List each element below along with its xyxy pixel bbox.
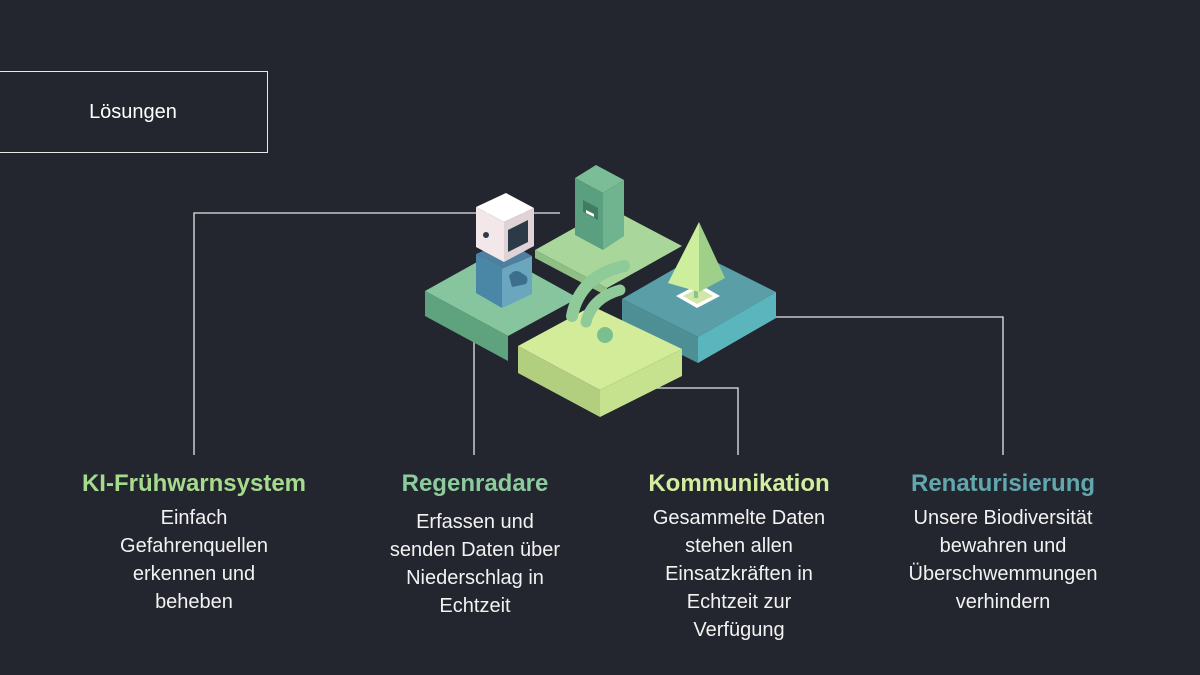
solution-ki-fruehwarnsystem: KI-Frühwarnsystem Einfach Gefahrenquelle…: [74, 470, 314, 616]
connector-lines: [193, 212, 1004, 455]
wifi-signal-icon: [566, 260, 630, 343]
connector-ki: [193, 212, 560, 455]
solution-heading: Renaturisierung: [910, 470, 1096, 497]
solution-kommunikation: Kommunikation Gesammelte Daten stehen al…: [619, 470, 859, 644]
title-box: Lösungen: [0, 71, 268, 153]
solution-regenradare: Regenradare Erfassen und senden Daten üb…: [355, 470, 595, 620]
solution-heading: Kommunikation: [648, 470, 830, 497]
page-title: Lösungen: [89, 100, 177, 123]
solution-description: Unsere Biodiversität bewahren und Übersc…: [908, 507, 1098, 613]
platform-front: [518, 306, 682, 417]
tree-icon: [668, 222, 725, 308]
connector-comm: [648, 387, 739, 455]
solution-description: Erfassen und senden Daten über Niedersch…: [389, 511, 561, 617]
solution-description: Einfach Gefahrenquellen erkennen und beh…: [120, 507, 268, 613]
solution-description: Gesammelte Daten stehen allen Einsatzkrä…: [652, 507, 826, 641]
kiosk-terminal-icon: [575, 165, 624, 250]
solution-renaturisierung: Renaturisierung Unsere Biodiversität bew…: [883, 470, 1123, 616]
connector-renat: [776, 316, 1004, 455]
radar-station-icon: [476, 193, 534, 308]
solution-heading: KI-Frühwarnsystem: [81, 470, 307, 497]
solution-heading: Regenradare: [401, 470, 549, 497]
